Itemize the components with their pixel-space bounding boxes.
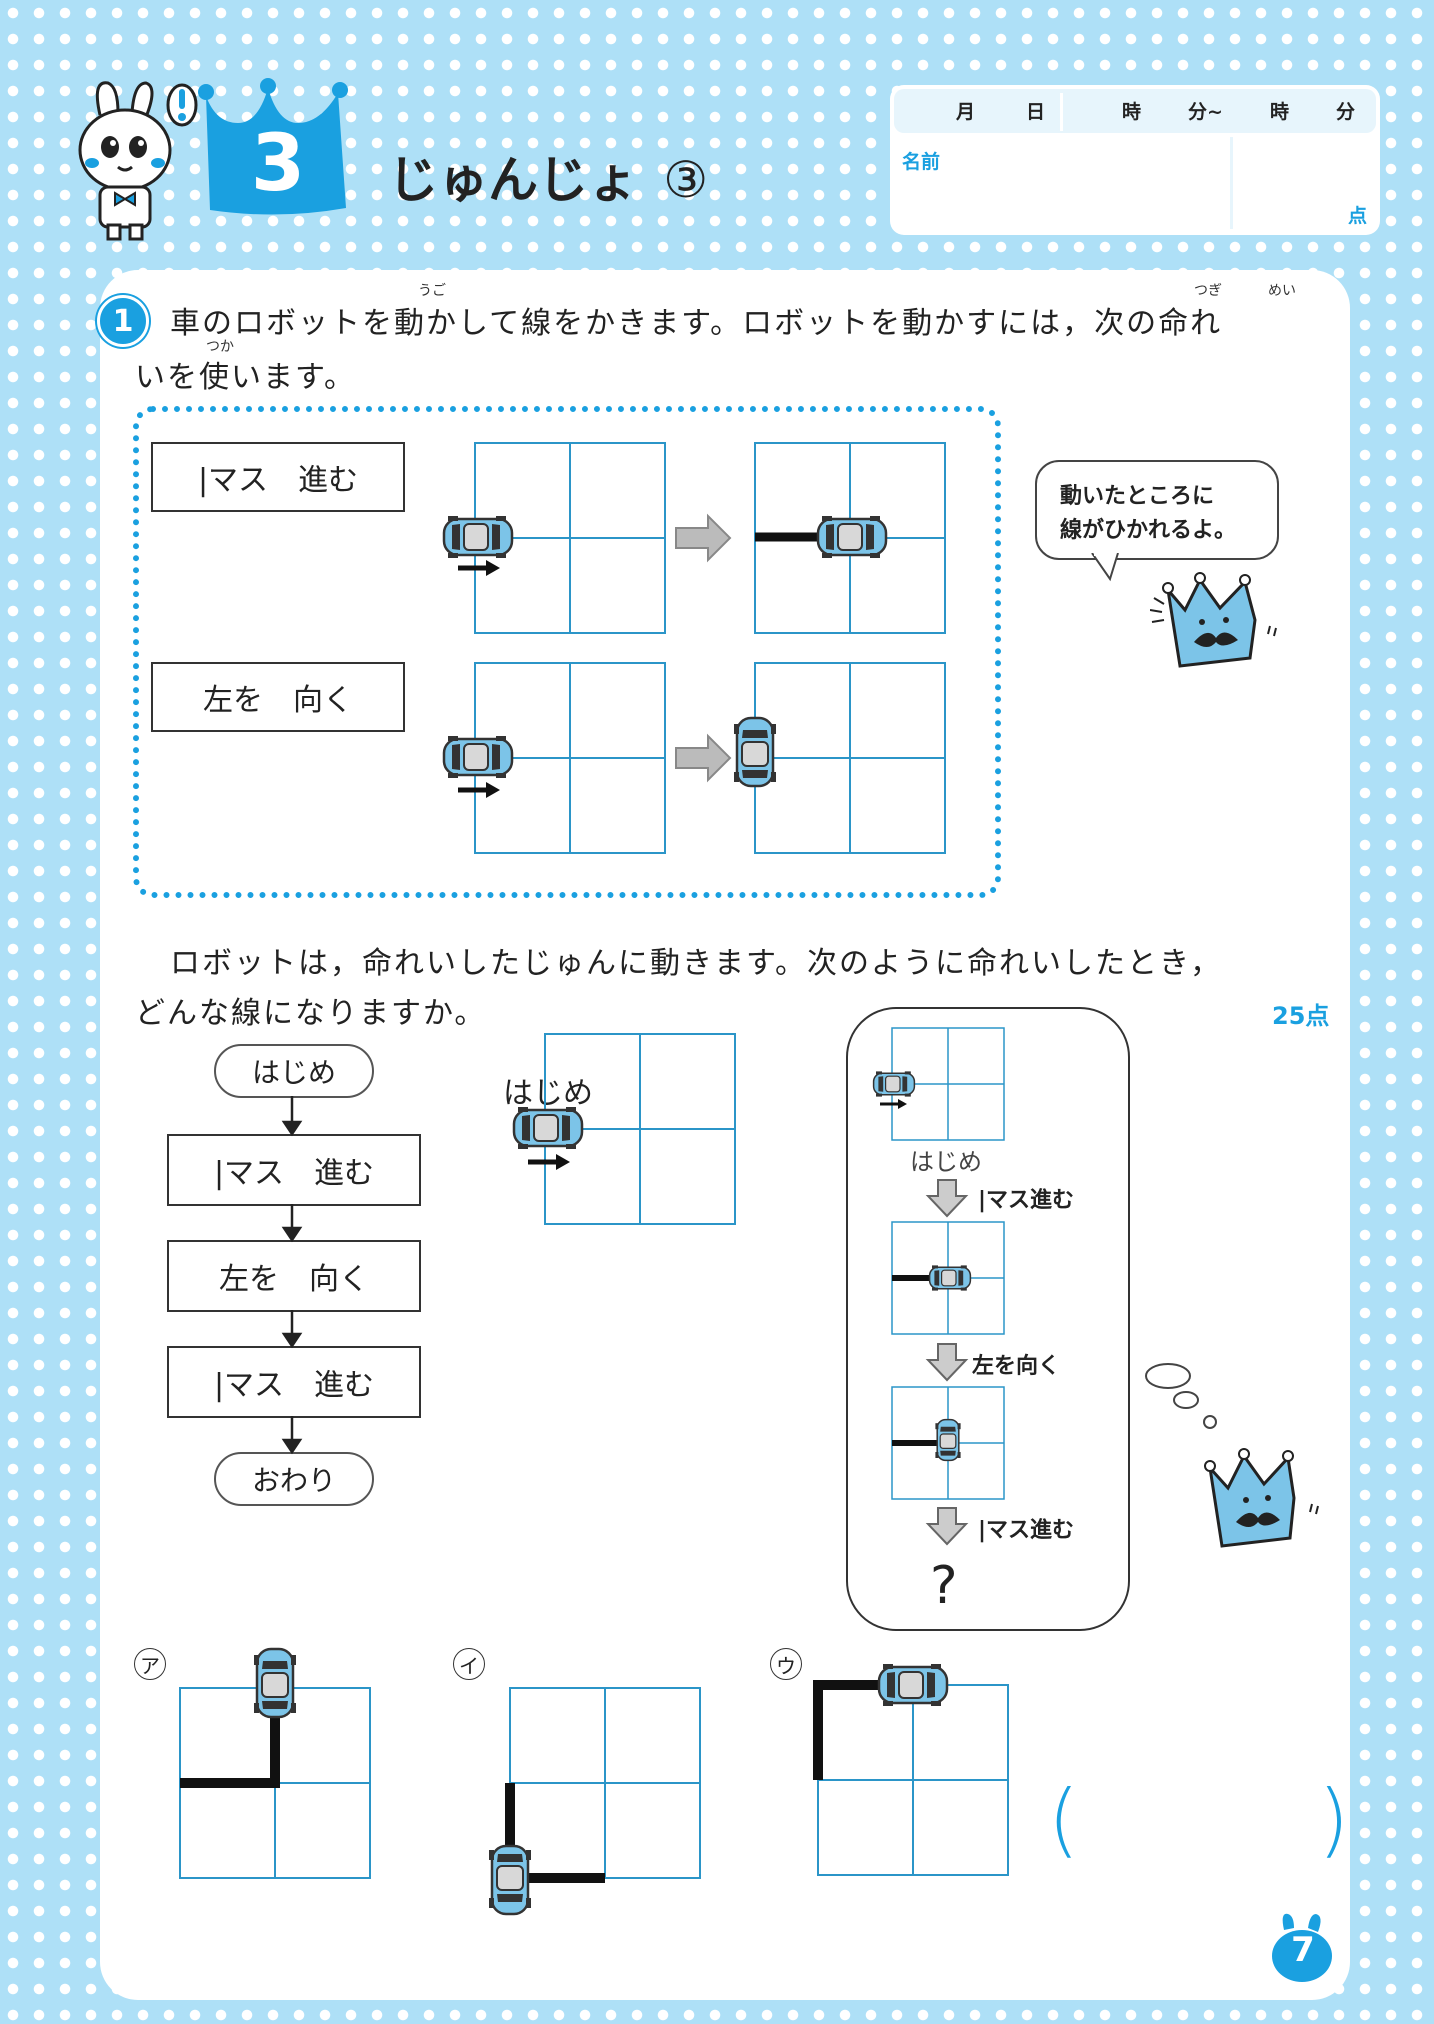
transition-arrow-icon: [675, 733, 732, 783]
problem-number: 1: [112, 303, 134, 339]
hint-text-2: 線がひかれるよ。: [1060, 518, 1237, 543]
example-step-2: 左を向く: [972, 1354, 1061, 1379]
page-number-badge: [1272, 1913, 1332, 1982]
name-label: 名前: [902, 151, 941, 173]
ruby-ugo: うご: [418, 283, 446, 299]
example-start-label: はじめ: [910, 1148, 982, 1176]
crown-character-icon: [1150, 572, 1277, 668]
choice-b-text: イ: [459, 1653, 479, 1678]
name-field[interactable]: [894, 137, 1233, 229]
date-row: [894, 89, 1376, 133]
ruby-mei: めい: [1268, 283, 1296, 299]
choice-a-path: [180, 1700, 280, 1788]
arrow-right-icon: [486, 560, 500, 576]
example-step-3: |マス進む: [978, 1518, 1075, 1543]
hint-text-1: 動いたところに: [1060, 484, 1215, 509]
example-step-1: |マス進む: [978, 1188, 1075, 1213]
transition-arrow-icon: [675, 513, 732, 563]
page-title-circled: ③: [663, 151, 709, 209]
date-month-label: 月: [956, 101, 976, 123]
answer-paren-open: (: [1048, 1773, 1080, 1866]
choice-b-grid: [509, 1687, 701, 1879]
arrow-right-icon: [486, 782, 500, 798]
mascot-rabbit: [70, 75, 200, 245]
ruby-tsugi: つぎ: [1194, 283, 1222, 299]
step-arrow-icon: [925, 1179, 969, 1218]
choice-a-text: ア: [140, 1653, 160, 1678]
car-icon: [487, 1844, 533, 1916]
choice-b-label[interactable]: イ: [453, 1648, 485, 1680]
command-explanation-box: [133, 406, 1001, 898]
answer-paren-close: ): [1318, 1773, 1350, 1866]
thinking-crown-icon: [1145, 1363, 1319, 1548]
page-title: じゅんじょ ③: [388, 140, 708, 212]
answer-field[interactable]: [1085, 1790, 1315, 1870]
time-minute-label: 分~: [1188, 101, 1223, 123]
time-hour-label: 時: [1122, 101, 1142, 123]
time-hour2-label: 時: [1270, 101, 1290, 123]
instruction-line-1: 車のロボットを動かして線をかきます。ロボットを動かすには，次の命れ: [170, 306, 1223, 341]
lesson-number: 3: [250, 119, 306, 209]
flow-step-move-1: |マス 進む: [167, 1134, 421, 1206]
choice-c-path: [813, 1680, 890, 1780]
question-line-1: ロボットは，命れいしたじゅんに動きます。次のように命れいしたとき，: [170, 946, 1223, 981]
page-title-text: じゅんじょ: [388, 151, 638, 209]
record-box: 月 日 時 分~ 時 分 名前 点: [890, 85, 1380, 235]
flow-end: おわり: [214, 1452, 374, 1506]
bubble-tail: [1091, 553, 1119, 582]
instruction-line-2: いを使います。: [135, 360, 356, 395]
hint-bubble: [1035, 460, 1279, 560]
choice-c-label[interactable]: ウ: [770, 1648, 802, 1680]
arrow-right-icon: [556, 1154, 570, 1170]
step-arrow-icon: [925, 1507, 969, 1546]
example-panel: [846, 1007, 1130, 1631]
example-result: ?: [930, 1556, 958, 1616]
points-label: 25点: [1272, 1002, 1330, 1030]
choice-c-grid: [817, 1684, 1009, 1876]
time-minute2-label: 分: [1336, 101, 1356, 123]
date-divider: [1060, 93, 1063, 131]
ruby-tsuka: つか: [206, 339, 234, 355]
choice-a-label[interactable]: ア: [134, 1648, 166, 1680]
flow-step-turn-left: 左を 向く: [167, 1240, 421, 1312]
page-number: 7: [1291, 1930, 1315, 1970]
flow-start: はじめ: [214, 1044, 374, 1098]
car-icon: [877, 1662, 949, 1708]
step-arrow-icon: [925, 1343, 969, 1382]
car-icon: [252, 1647, 298, 1719]
question-line-2: どんな線になりますか。: [135, 996, 487, 1031]
command-move-one: |マス 進む: [151, 442, 405, 512]
date-day-label: 日: [1026, 101, 1046, 123]
crown-badge: [198, 78, 358, 223]
score-label: 点: [1348, 205, 1368, 227]
problem-number-badge: 1: [97, 295, 149, 347]
score-field[interactable]: [1236, 137, 1376, 229]
choice-c-text: ウ: [776, 1653, 796, 1678]
flow-step-move-2: |マス 進む: [167, 1346, 421, 1418]
start-grid-label: はじめ: [503, 1076, 593, 1111]
command-turn-left: 左を 向く: [151, 662, 405, 732]
